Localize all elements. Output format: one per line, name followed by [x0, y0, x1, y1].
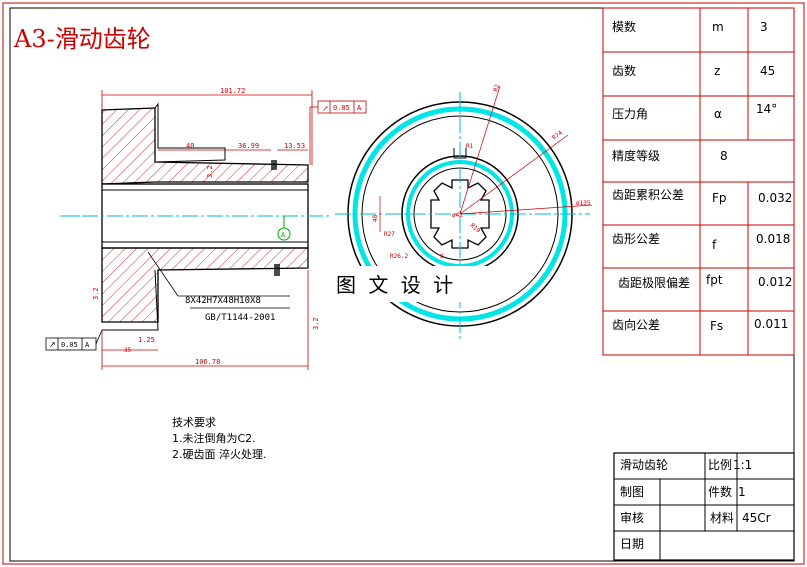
param-name-cumulative-pitch: 齿距累积公差 — [612, 188, 684, 202]
param-value-cumulative-pitch: 0.032 — [758, 191, 792, 205]
param-name-pitch-deviation: 齿距极限偏差 — [618, 275, 690, 290]
tb-count-value: 1 — [738, 485, 746, 499]
spline-standard: GB/T1144-2001 — [205, 313, 275, 323]
tb-part-name: 滑动齿轮 — [620, 458, 668, 472]
dim-r-outer: R74 — [551, 129, 564, 141]
tb-scale-label: 比例 — [708, 458, 732, 472]
tb-review-label: 审核 — [620, 510, 644, 525]
drawing-title: A3-滑动齿轮 — [13, 25, 151, 53]
dim-groove: 40 — [186, 142, 194, 150]
dim-chamfer: 13.53 — [284, 142, 305, 150]
param-value-helix: 0.011 — [754, 317, 788, 331]
tb-material-value: 45Cr — [742, 511, 771, 525]
dim-overall-bottom: 106.78 — [195, 358, 220, 366]
dim-26: R26.2 — [390, 253, 408, 260]
roughness-right: 3.2 — [312, 317, 320, 330]
tolerance-top: 0.05 — [333, 104, 350, 112]
roughness-bottom: 1.25 — [138, 336, 155, 344]
svg-text:↗: ↗ — [322, 104, 329, 113]
svg-text:↗: ↗ — [49, 340, 56, 349]
param-symbol-cumulative-pitch: Fp — [712, 191, 727, 205]
param-name-helix: 齿向公差 — [612, 317, 660, 332]
param-value-accuracy: 8 — [720, 149, 728, 163]
dim-step: 36.99 — [238, 142, 259, 150]
tech-req-item-1: 1.未注倒角为C2. — [172, 431, 256, 445]
datum-ref-bottom: A — [85, 341, 90, 349]
tech-requirements: 技术要求 1.未注倒角为C2. 2.硬齿面 淬火处理. — [172, 416, 267, 461]
title-block: 滑动齿轮 比例 1:1 制图 件数 1 审核 材料 45Cr 日期 — [613, 452, 795, 561]
dim-bottom-left: 35 — [124, 347, 132, 354]
roughness-left: 3.2 — [92, 287, 100, 300]
param-value-module: 3 — [760, 20, 768, 34]
param-name-profile: 齿形公差 — [612, 232, 660, 246]
tb-material-label: 材料 — [710, 511, 734, 525]
tb-date-label: 日期 — [620, 537, 644, 551]
param-value-teeth: 45 — [760, 64, 775, 78]
dim-left-r: R1 — [466, 143, 474, 150]
watermark: 图 文 设 计 — [336, 273, 456, 297]
tolerance-bottom: 0.05 — [61, 341, 78, 349]
param-symbol-profile: f — [712, 238, 717, 252]
spline-code: 8X42H7X48H10X8 — [185, 296, 261, 306]
param-name-teeth: 齿数 — [612, 63, 636, 78]
front-view — [335, 92, 590, 340]
tb-scale-value: 1:1 — [733, 458, 752, 472]
tech-req-item-2: 2.硬齿面 淬火处理. — [172, 447, 267, 461]
param-value-profile: 0.018 — [756, 232, 790, 246]
tech-req-heading: 技术要求 — [172, 416, 216, 429]
dim-overall-top: 101.72 — [220, 87, 245, 95]
param-symbol-module: m — [712, 20, 724, 34]
param-symbol-teeth: z — [714, 64, 720, 78]
dim-8: 8 — [440, 253, 444, 260]
params-table: 模数 m 3 齿数 z 45 压力角 α 14° 精度等级 8 齿距累积公差 F… — [602, 7, 795, 356]
section-dimensions: 101.72 40 36.99 13.53 ↗ 0.05 A 3.2 3.2 3… — [45, 87, 367, 370]
dim-dia-right: ø135 — [576, 200, 591, 207]
param-symbol-helix: Fs — [710, 319, 723, 333]
tb-drawn-label: 制图 — [620, 485, 644, 499]
datum-a: A — [281, 231, 286, 239]
param-name-accuracy: 精度等级 — [612, 148, 660, 163]
param-symbol-pitch-deviation: fpt — [706, 273, 723, 287]
roughness-top: 3.2 — [206, 165, 214, 178]
param-name-pressure-angle: 压力角 — [612, 107, 648, 121]
section-view — [60, 102, 330, 331]
dim-inner: R27 — [384, 231, 395, 238]
param-value-pitch-deviation: 0.012 — [758, 275, 792, 289]
param-name-module: 模数 — [612, 19, 636, 34]
param-symbol-pressure-angle: α — [714, 107, 722, 121]
tb-count-label: 件数 — [708, 484, 732, 499]
param-value-pressure-angle: 14° — [756, 102, 777, 116]
dim-dia-mid: ø42 — [452, 212, 463, 219]
dim-48: 48 — [372, 214, 379, 222]
datum-ref-top: A — [357, 104, 362, 112]
dim-r-tooth: R2 — [492, 83, 501, 93]
